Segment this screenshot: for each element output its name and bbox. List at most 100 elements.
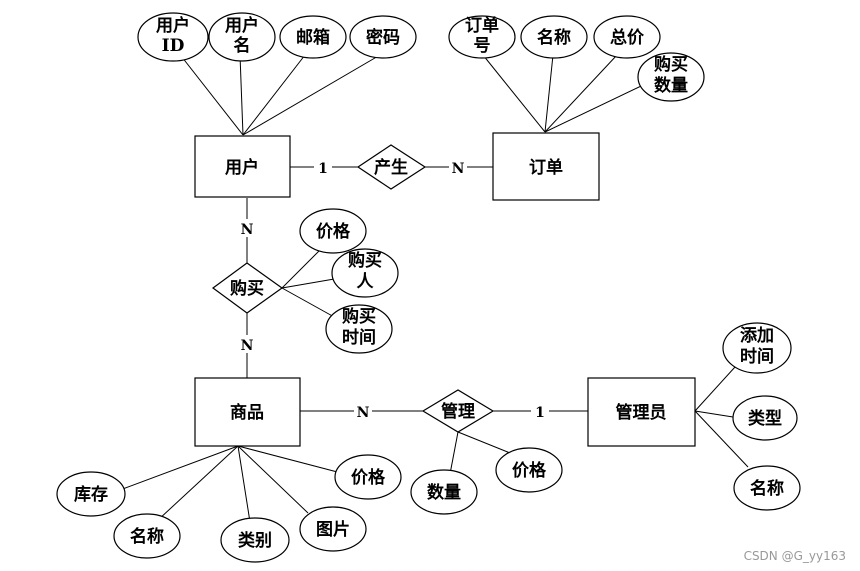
attribute-label: 名称 bbox=[130, 526, 164, 547]
card-purchase-product: N bbox=[241, 338, 254, 354]
edge-order-total bbox=[544, 54, 618, 133]
relationship-produce[interactable]: 产生 bbox=[356, 144, 427, 190]
watermark: CSDN @G_yy163 bbox=[744, 549, 846, 563]
card-bg bbox=[238, 335, 256, 353]
attribute-product-price[interactable]: 价格 bbox=[334, 454, 402, 500]
attribute-admin-type[interactable]: 类型 bbox=[732, 395, 798, 441]
attribute-label-line2: 时间 bbox=[342, 327, 376, 348]
entity-product[interactable]: 商品 bbox=[194, 377, 301, 447]
attribute-purchase-price[interactable]: 价格 bbox=[299, 208, 367, 254]
edge-admin-added-time bbox=[694, 366, 736, 412]
attribute-label-line2: 号 bbox=[474, 36, 491, 56]
attribute-ellipse bbox=[733, 465, 801, 511]
relationship-label: 购买 bbox=[230, 278, 264, 299]
relationship-label: 产生 bbox=[374, 157, 408, 178]
attribute-ellipse bbox=[448, 15, 516, 59]
attribute-manage-quantity[interactable]: 数量 bbox=[410, 469, 478, 515]
attribute-admin-name[interactable]: 名称 bbox=[733, 465, 801, 511]
card-bg bbox=[314, 158, 332, 176]
attribute-label-line1: 用户 bbox=[156, 15, 190, 36]
attribute-ellipse bbox=[520, 15, 588, 59]
attribute-ellipse bbox=[299, 208, 367, 254]
attribute-ellipse bbox=[722, 322, 792, 374]
attribute-label-line1: 添加 bbox=[740, 325, 774, 346]
entity-admin[interactable]: 管理员 bbox=[587, 377, 696, 447]
attribute-ellipse bbox=[410, 469, 478, 515]
attribute-product-image[interactable]: 图片 bbox=[299, 506, 367, 552]
attribute-label-line2: 名 bbox=[234, 35, 251, 56]
card-user-produce: 1 bbox=[318, 161, 328, 177]
attribute-ellipse bbox=[56, 471, 126, 517]
attribute-label: 图片 bbox=[316, 519, 350, 540]
attribute-ellipse bbox=[593, 15, 661, 59]
relationship-purchase[interactable]: 购买 bbox=[211, 262, 284, 314]
attribute-ellipse bbox=[220, 517, 290, 563]
attribute-manage-price[interactable]: 价格 bbox=[495, 447, 563, 493]
attribute-label: 价格 bbox=[512, 460, 547, 481]
card-bg bbox=[531, 402, 549, 420]
attribute-purchase-buyer[interactable]: 购买 人 bbox=[331, 248, 399, 298]
attribute-user-name[interactable]: 用户 名 bbox=[208, 12, 276, 62]
attribute-order-quantity[interactable]: 购买 数量 bbox=[637, 52, 705, 102]
attribute-order-no[interactable]: 订单 号 bbox=[448, 15, 516, 59]
edge-admin-name bbox=[694, 410, 749, 468]
attribute-label: 密码 bbox=[366, 27, 400, 48]
attribute-label: 名称 bbox=[537, 27, 571, 48]
edge-admin-type bbox=[694, 410, 734, 418]
attribute-product-name[interactable]: 名称 bbox=[113, 513, 181, 559]
entity-box bbox=[194, 135, 291, 198]
attribute-ellipse bbox=[208, 12, 276, 62]
entity-label: 用户 bbox=[225, 157, 259, 178]
attribute-label-line1: 用户 bbox=[225, 15, 259, 36]
attribute-ellipse bbox=[732, 395, 798, 441]
attribute-user-email[interactable]: 邮箱 bbox=[279, 15, 347, 59]
relationship-diamond bbox=[356, 144, 427, 190]
attribute-label-line1: 购买 bbox=[342, 306, 376, 327]
attribute-order-name[interactable]: 名称 bbox=[520, 15, 588, 59]
attribute-ellipse bbox=[334, 454, 402, 500]
attribute-label: 价格 bbox=[351, 467, 386, 488]
edge-product-name bbox=[157, 445, 239, 521]
attribute-purchase-time[interactable]: 购买 时间 bbox=[325, 304, 393, 354]
entity-order[interactable]: 订单 bbox=[492, 132, 600, 201]
attribute-label-line2: ID bbox=[162, 36, 185, 56]
card-bg bbox=[354, 402, 372, 420]
attribute-label: 类别 bbox=[238, 530, 272, 551]
attribute-ellipse bbox=[349, 15, 417, 59]
edge-product-stock bbox=[119, 445, 239, 491]
edge-purchase-time bbox=[281, 287, 337, 319]
entity-label: 商品 bbox=[230, 402, 264, 423]
attribute-user-password[interactable]: 密码 bbox=[349, 15, 417, 59]
edge-order-name bbox=[544, 54, 554, 133]
attribute-product-category[interactable]: 类别 bbox=[220, 517, 290, 563]
entity-user[interactable]: 用户 bbox=[194, 135, 291, 198]
edge-manage-quantity bbox=[449, 431, 459, 475]
attribute-ellipse bbox=[637, 52, 705, 102]
attribute-label: 总价 bbox=[610, 27, 645, 48]
attribute-ellipse bbox=[331, 248, 399, 298]
attribute-label-line2: 时间 bbox=[740, 346, 774, 367]
card-product-manage: N bbox=[357, 405, 370, 421]
edge-user-name bbox=[239, 54, 244, 136]
cardinality-labels: 1 N N N N 1 bbox=[238, 158, 549, 421]
card-manage-admin: 1 bbox=[535, 405, 545, 421]
entity-box bbox=[492, 132, 600, 201]
attribute-label: 库存 bbox=[74, 484, 108, 505]
attribute-label-line1: 购买 bbox=[654, 54, 688, 75]
attribute-ellipse bbox=[137, 12, 209, 62]
card-user-purchase: N bbox=[241, 222, 254, 238]
entity-label: 订单 bbox=[529, 157, 563, 178]
edge-purchase-price bbox=[281, 247, 323, 289]
attribute-label: 数量 bbox=[427, 482, 461, 503]
attribute-order-total[interactable]: 总价 bbox=[593, 15, 661, 59]
attribute-label-line2: 人 bbox=[357, 272, 375, 292]
attribute-product-stock[interactable]: 库存 bbox=[56, 471, 126, 517]
relationship-manage[interactable]: 管理 bbox=[421, 389, 495, 433]
attribute-admin-added-time[interactable]: 添加 时间 bbox=[722, 322, 792, 374]
attribute-label-line2: 数量 bbox=[654, 75, 688, 96]
attribute-ellipse bbox=[279, 15, 347, 59]
connector-lines bbox=[119, 51, 749, 523]
attribute-user-id[interactable]: 用户 ID bbox=[137, 12, 209, 62]
edge-manage-price bbox=[457, 431, 511, 454]
